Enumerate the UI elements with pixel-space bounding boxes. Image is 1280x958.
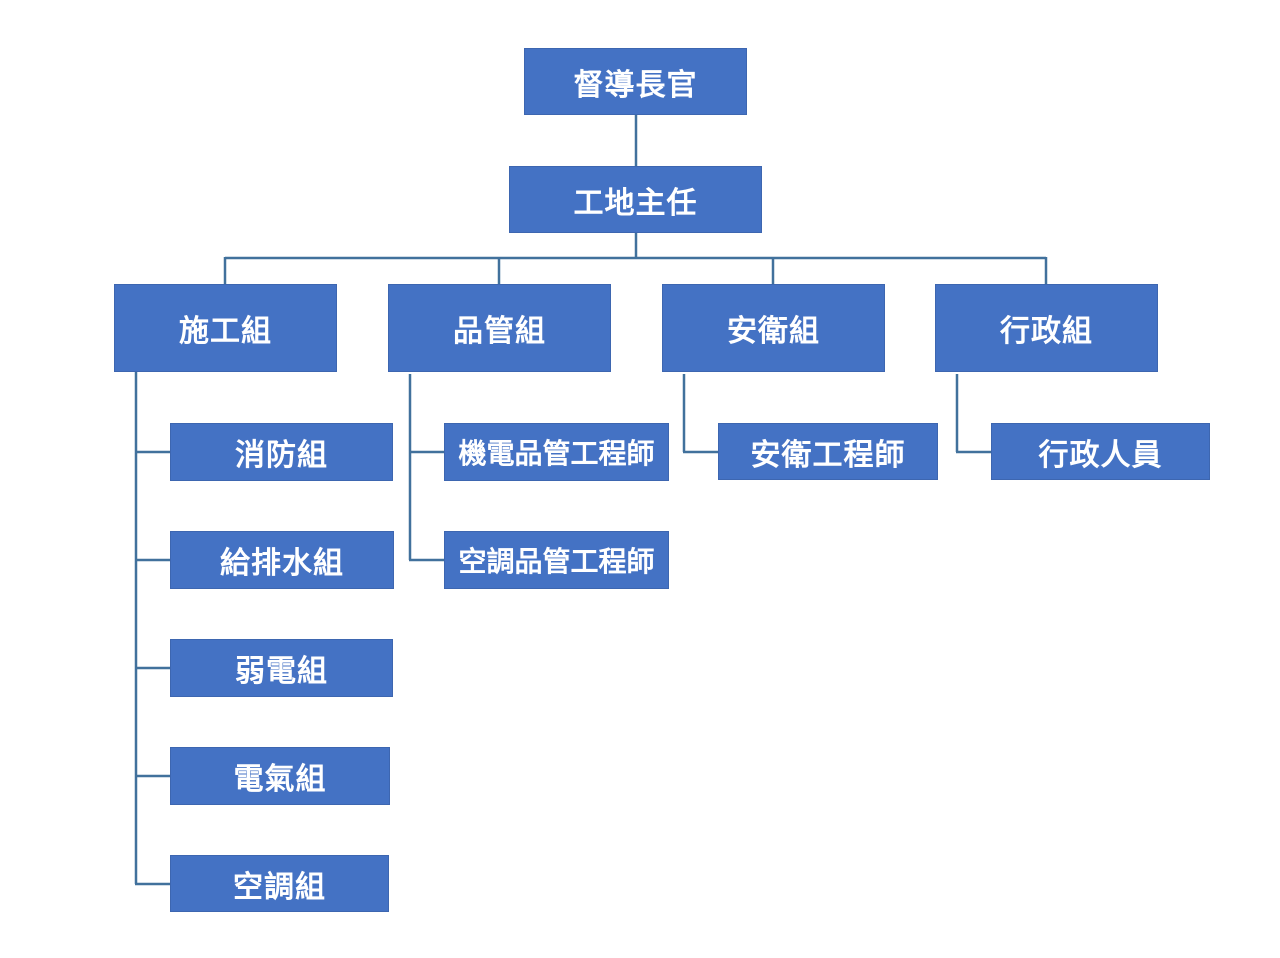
node-construction-group: 施工組 [114, 284, 337, 372]
node-hvac-qc-engineer-label: 空調品管工程師 [458, 545, 655, 578]
node-hvac-qc-engineer: 空調品管工程師 [444, 531, 669, 589]
node-mep-qc-engineer-label: 機電品管工程師 [458, 437, 655, 470]
node-admin-group-label: 行政組 [1000, 314, 1093, 349]
node-hvac-team: 空調組 [170, 855, 389, 912]
node-electrical-team: 電氣組 [170, 747, 390, 805]
node-electrical-team-label: 電氣組 [233, 762, 327, 797]
node-low-voltage-team-label: 弱電組 [235, 654, 328, 689]
node-admin-staff-label: 行政人員 [1038, 437, 1163, 473]
node-quality-group: 品管組 [388, 284, 611, 372]
node-safety-group-label: 安衛組 [727, 314, 820, 349]
node-site-director: 工地主任 [509, 166, 762, 233]
node-supervisor: 督導長官 [524, 48, 747, 115]
node-quality-group-label: 品管組 [453, 314, 546, 349]
node-admin-staff: 行政人員 [991, 423, 1210, 480]
node-safety-group: 安衛組 [662, 284, 885, 372]
node-plumbing-team: 給排水組 [170, 531, 394, 589]
node-safety-engineer: 安衛工程師 [718, 423, 938, 480]
node-hvac-team-label: 空調組 [233, 869, 326, 905]
node-fire-team-label: 消防組 [235, 438, 328, 473]
node-admin-group: 行政組 [935, 284, 1158, 372]
node-fire-team: 消防組 [170, 423, 393, 481]
node-supervisor-label: 督導長官 [573, 67, 698, 103]
node-site-director-label: 工地主任 [573, 185, 698, 221]
node-safety-engineer-label: 安衛工程師 [750, 437, 906, 473]
node-mep-qc-engineer: 機電品管工程師 [444, 423, 669, 481]
node-plumbing-team-label: 給排水組 [220, 546, 344, 581]
node-low-voltage-team: 弱電組 [170, 639, 393, 697]
node-construction-group-label: 施工組 [179, 314, 272, 349]
